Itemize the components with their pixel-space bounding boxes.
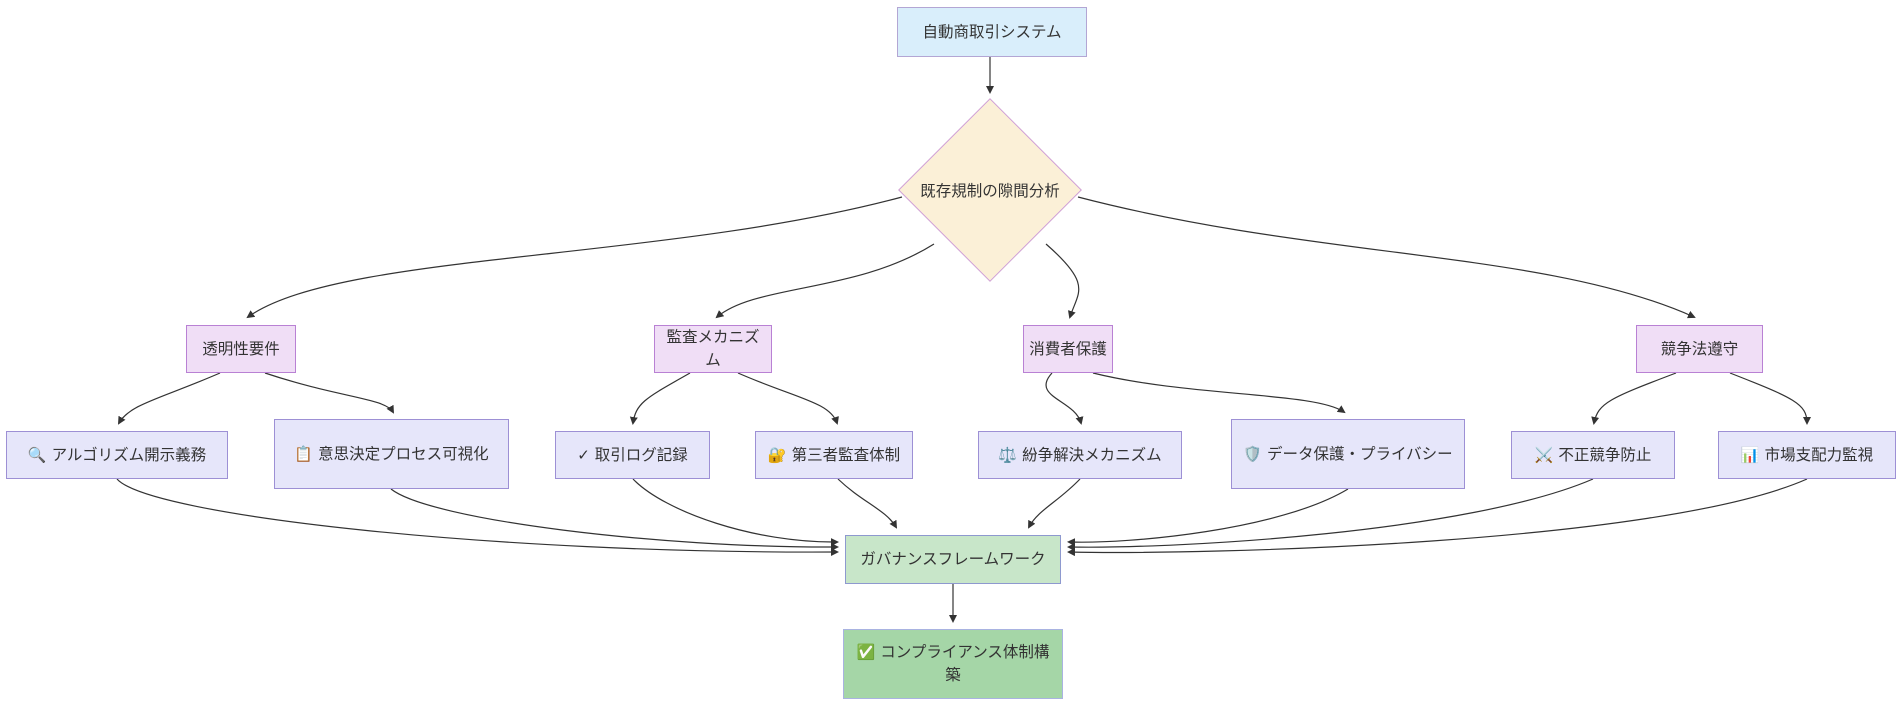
node-start: 自動商取引システム: [897, 7, 1087, 57]
node-audit: 監査メカニズム: [654, 325, 772, 373]
node-compliance-label: コンプライアンス体制構築: [880, 644, 1050, 684]
node-gap-analysis-label: 既存規制の隙間分析: [920, 183, 1060, 200]
edge-data-protection-to-governance: [1067, 488, 1349, 547]
node-decision-visibility: 📋意思決定プロセス可視化: [274, 419, 509, 489]
node-algo-disclosure-label: アルゴリズム開示義務: [51, 446, 207, 464]
node-unfair-competition-label: 不正競争防止: [1558, 446, 1652, 464]
edge-dispute-resolution-to-governance: [1028, 478, 1081, 529]
edge-transaction-log-to-governance: [632, 478, 839, 547]
node-audit-label: 監査メカニズム: [666, 329, 760, 369]
check-box-icon: ✅: [856, 644, 876, 661]
edge-consumer-to-data-protection: [1092, 372, 1346, 414]
node-consumer-label: 消費者保護: [1029, 340, 1107, 358]
node-compliance: ✅コンプライアンス体制構築: [843, 629, 1063, 699]
lock-key-icon: 🔐: [767, 446, 787, 464]
node-third-party-audit: 🔐第三者監査体制: [755, 431, 913, 479]
node-data-protection-label: データ保護・プライバシー: [1266, 445, 1453, 463]
edge-decision-visibility-to-governance: [390, 488, 839, 552]
magnifier-icon: 🔍: [27, 446, 47, 464]
edge-unfair-competition-to-governance: [1067, 478, 1594, 552]
node-transparency: 透明性要件: [186, 325, 296, 373]
edge-transparency-to-decision-visibility: [264, 372, 394, 414]
edge-third-party-audit-to-governance: [837, 478, 898, 529]
node-start-label: 自動商取引システム: [922, 23, 1062, 41]
node-competition-label: 競争法遵守: [1660, 340, 1739, 358]
shield-icon: 🛡️: [1243, 445, 1262, 463]
edge-competition-to-unfair-competition: [1591, 372, 1677, 425]
node-dispute-resolution: ⚖️紛争解決メカニズム: [978, 431, 1182, 479]
node-market-dominance: 📊市場支配力監視: [1718, 431, 1896, 479]
node-decision-visibility-label: 意思決定プロセス可視化: [318, 445, 489, 463]
node-market-dominance-label: 市場支配力監視: [1764, 446, 1874, 464]
crossed-swords-icon: ⚔️: [1534, 446, 1554, 464]
node-transaction-log: ✓取引ログ記録: [555, 431, 710, 479]
node-dispute-resolution-label: 紛争解決メカニズム: [1022, 446, 1162, 464]
edge-audit-to-transaction-log: [629, 372, 691, 425]
clipboard-icon: 📋: [294, 445, 314, 463]
scales-icon: ⚖️: [998, 446, 1018, 464]
node-unfair-competition: ⚔️不正競争防止: [1511, 431, 1675, 479]
edge-gap-analysis-to-audit: [715, 243, 935, 319]
edge-transparency-to-algo-disclosure: [117, 372, 221, 425]
bar-chart-icon: 📊: [1740, 446, 1760, 464]
edge-competition-to-market-dominance: [1729, 372, 1811, 425]
edge-algo-disclosure-to-governance: [116, 478, 839, 557]
node-third-party-audit-label: 第三者監査体制: [791, 446, 901, 464]
edge-market-dominance-to-governance: [1067, 478, 1808, 557]
edge-gap-analysis-to-transparency: [246, 196, 903, 319]
edge-consumer-to-dispute-resolution: [1045, 372, 1084, 425]
node-data-protection: 🛡️データ保護・プライバシー: [1231, 419, 1465, 489]
edge-gap-analysis-to-consumer: [1045, 243, 1080, 319]
node-transaction-log-label: 取引ログ記録: [594, 446, 688, 464]
node-transparency-label: 透明性要件: [202, 340, 280, 358]
edge-gap-analysis-to-competition: [1077, 196, 1696, 319]
node-governance: ガバナンスフレームワーク: [845, 535, 1061, 584]
node-consumer: 消費者保護: [1023, 325, 1113, 373]
edge-audit-to-third-party-audit: [737, 372, 839, 425]
node-governance-label: ガバナンスフレームワーク: [860, 551, 1046, 568]
checkmark-icon: ✓: [577, 446, 590, 464]
node-competition: 競争法遵守: [1636, 325, 1763, 373]
node-algo-disclosure: 🔍アルゴリズム開示義務: [6, 431, 228, 479]
